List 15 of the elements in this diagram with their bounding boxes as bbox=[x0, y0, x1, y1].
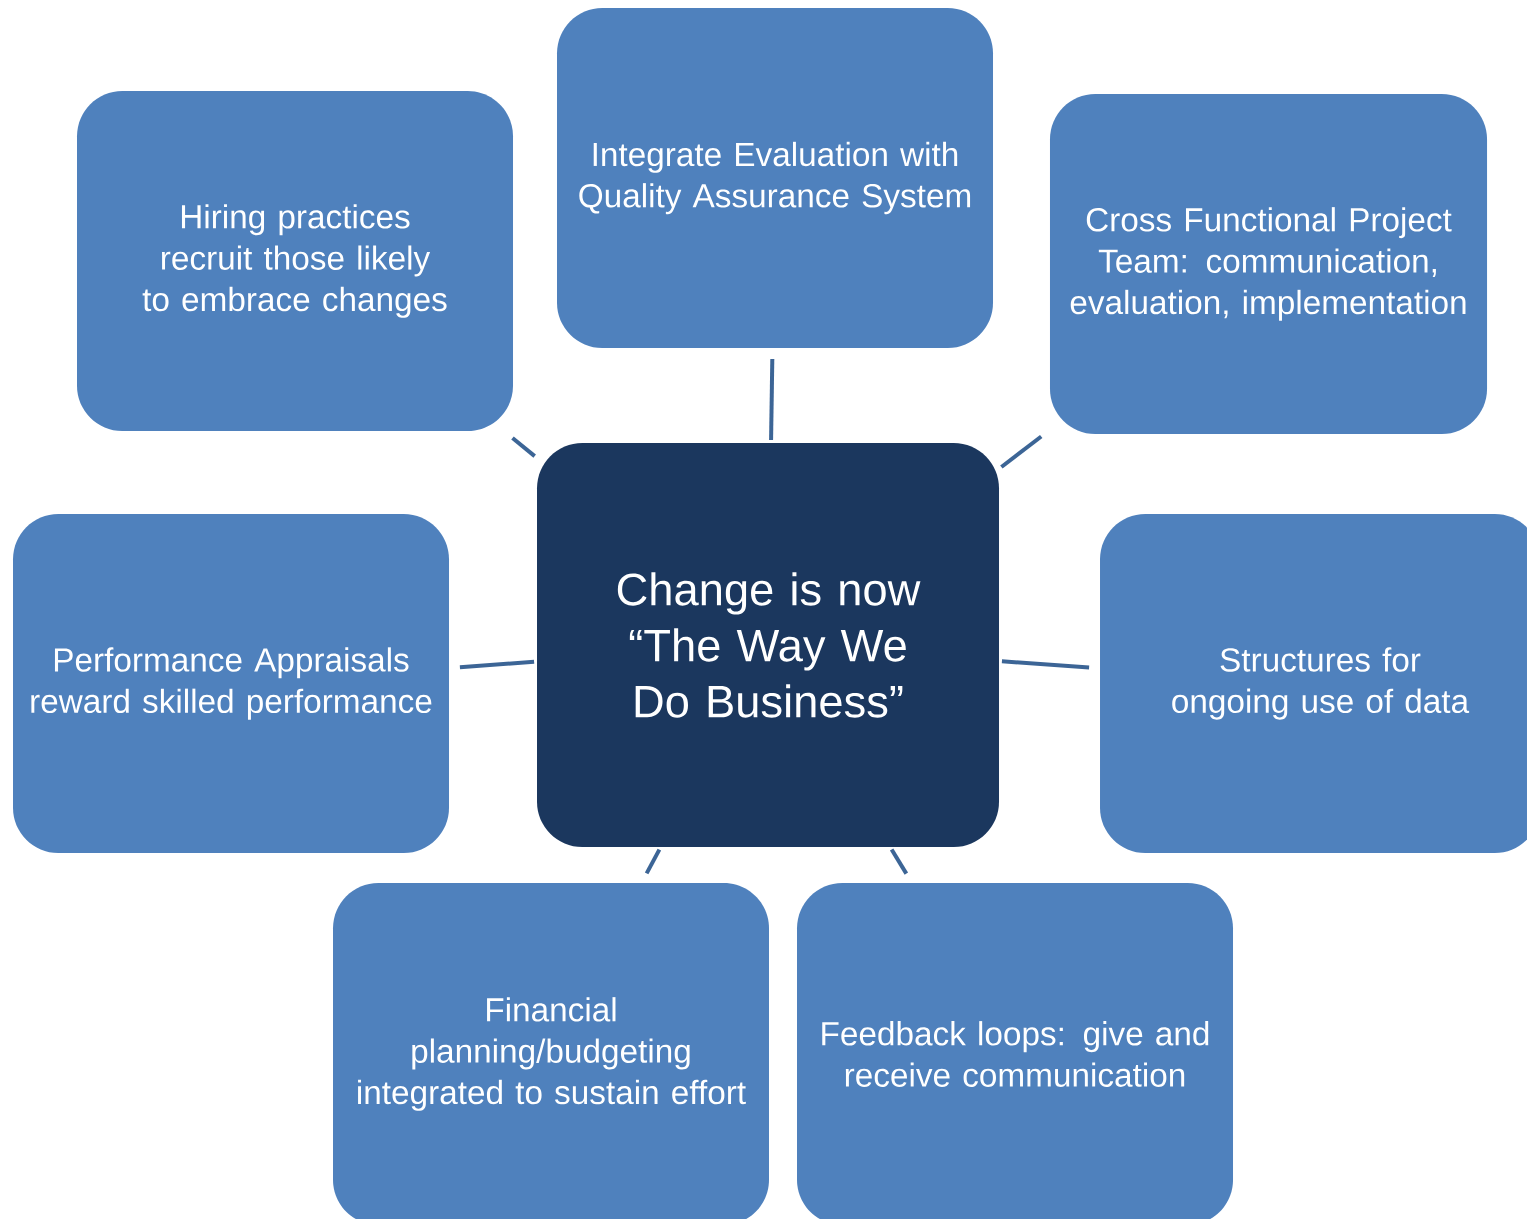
outer-box: Structures for ongoing use of data bbox=[1100, 514, 1527, 853]
outer-box: Hiring practices recruit those likely to embrace changes bbox=[77, 91, 513, 431]
connector-line bbox=[459, 659, 535, 670]
connector-line bbox=[644, 848, 662, 875]
connector-line bbox=[511, 436, 536, 458]
outer-box: Feedback loops: give and receive communication bbox=[797, 883, 1233, 1219]
connector-line bbox=[1000, 434, 1043, 469]
outer-box: Integrate Evaluation with Quality Assurance System bbox=[557, 8, 993, 348]
outer-box: Financial planning/budgeting integrated to sustain effort bbox=[333, 883, 769, 1219]
outer-box: Performance Appraisals reward skilled performance bbox=[13, 514, 449, 853]
connector-line bbox=[769, 358, 775, 441]
outer-box: Cross Functional Project Team: communication, evaluation, implementation bbox=[1050, 94, 1488, 434]
center-box: Change is now “The Way We Do Business” bbox=[537, 443, 999, 847]
connector-line bbox=[889, 848, 909, 875]
connector-line bbox=[1001, 659, 1090, 670]
